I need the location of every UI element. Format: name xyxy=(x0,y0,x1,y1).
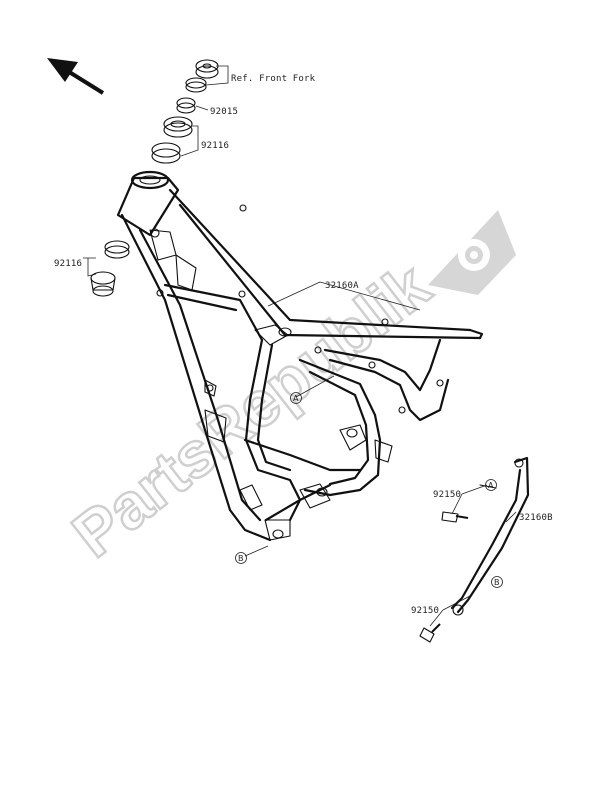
callout-b-frame: B xyxy=(235,552,247,564)
svg-text:A: A xyxy=(293,394,299,403)
label-32160B: 32160B xyxy=(519,513,553,523)
label-92150-bottom: 92150 xyxy=(411,606,439,616)
lower-bearing xyxy=(90,240,130,297)
rear-bracket xyxy=(450,456,530,616)
bearing-stack xyxy=(151,59,219,164)
bolt-92150-top xyxy=(441,511,469,523)
gear-icon xyxy=(428,210,516,295)
label-32160A: 32160A xyxy=(325,281,359,291)
label-92015: 92015 xyxy=(210,107,238,117)
svg-text:B: B xyxy=(494,578,500,587)
main-frame xyxy=(116,170,484,542)
leader-lines xyxy=(83,65,517,627)
svg-text:A: A xyxy=(488,481,494,490)
label-92116-top: 92116 xyxy=(201,141,229,151)
callout-a-bracket: A xyxy=(485,479,497,491)
svg-text:B: B xyxy=(238,554,244,563)
watermark-text: PartsRepublik xyxy=(59,249,443,571)
label-ref-front-fork: Ref. Front Fork xyxy=(231,74,316,84)
arrow-up-left-icon xyxy=(47,58,105,95)
watermark: PartsRepublik xyxy=(58,210,516,572)
bolt-92150-bottom xyxy=(419,623,441,643)
callout-a-frame: A xyxy=(290,392,302,404)
callout-b-bracket: B xyxy=(491,576,503,588)
label-92150-top: 92150 xyxy=(433,490,461,500)
label-92116-left: 92116 xyxy=(54,259,82,269)
